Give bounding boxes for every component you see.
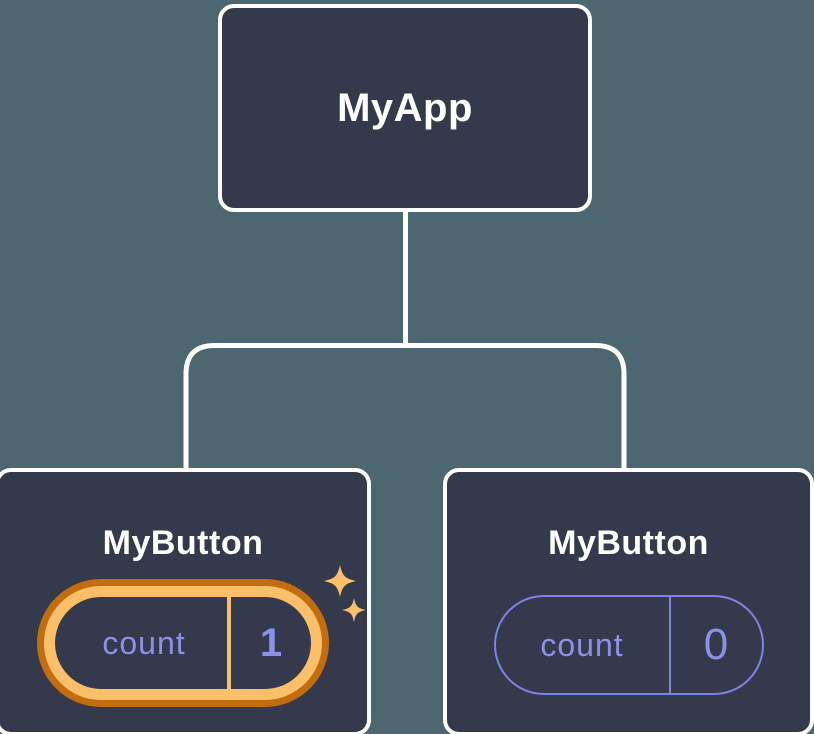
state-value: 0 bbox=[703, 620, 729, 669]
node-mybutton-left-label: MyButton bbox=[102, 524, 264, 562]
state-value-cell: 1 bbox=[227, 597, 311, 689]
node-mybutton-right: MyButton count 0 bbox=[443, 468, 814, 734]
state-key-label: count bbox=[540, 626, 624, 663]
state-pill: count 0 bbox=[493, 595, 764, 695]
sparkles-icon bbox=[324, 565, 366, 622]
state-value: 1 bbox=[259, 620, 283, 665]
node-mybutton-right-label: MyButton bbox=[548, 524, 709, 562]
node-myapp-label: MyApp bbox=[337, 85, 473, 130]
node-mybutton-left: MyButton count 1 bbox=[0, 468, 371, 734]
state-key-label: count bbox=[102, 624, 186, 661]
state-pill-highlighted: count 1 bbox=[37, 579, 329, 707]
state-value-cell: 0 bbox=[668, 597, 762, 693]
node-myapp: MyApp bbox=[218, 4, 592, 212]
